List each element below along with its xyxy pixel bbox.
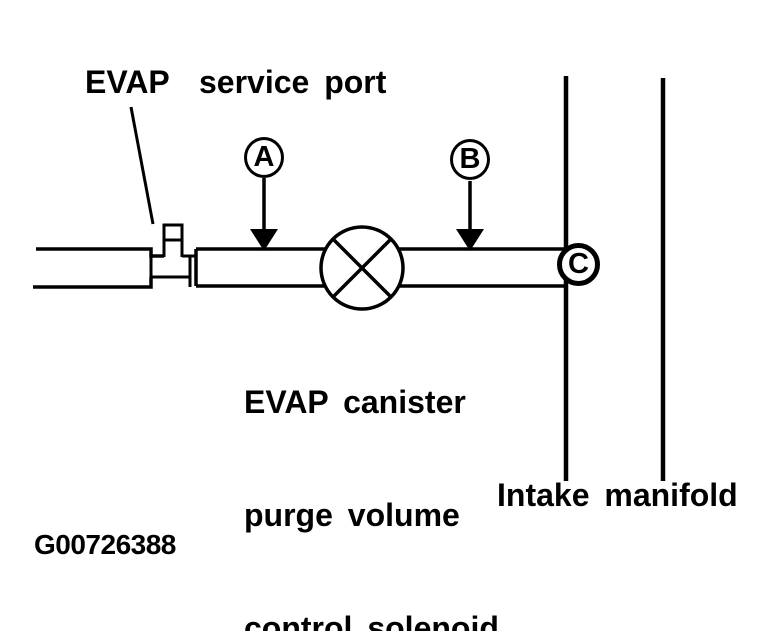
leader-line <box>129 106 155 225</box>
callout-arrow-a <box>250 178 278 251</box>
callout-b-letter: B <box>459 143 481 175</box>
intake-manifold-label: Intake manifold <box>497 477 738 513</box>
valve-label-line-2: purge volume <box>244 497 460 533</box>
service-port-fitting <box>149 223 196 287</box>
callout-b: B <box>450 139 490 180</box>
callout-c-letter: C <box>568 248 589 280</box>
valve-symbol-icon <box>319 225 405 311</box>
callout-a: A <box>244 137 284 178</box>
valve-label: EVAP canister purge volume control solen… <box>244 309 499 631</box>
callout-arrow-b <box>456 181 484 251</box>
callout-a-letter: A <box>253 141 275 173</box>
hose-left <box>33 247 164 289</box>
valve-label-line-3: control solenoid <box>244 610 499 631</box>
valve-label-line-1: EVAP canister <box>244 384 466 420</box>
service-port-label: EVAP service port <box>85 64 387 100</box>
figure-id: G00726388 <box>34 529 176 560</box>
callout-c: C <box>557 243 600 286</box>
